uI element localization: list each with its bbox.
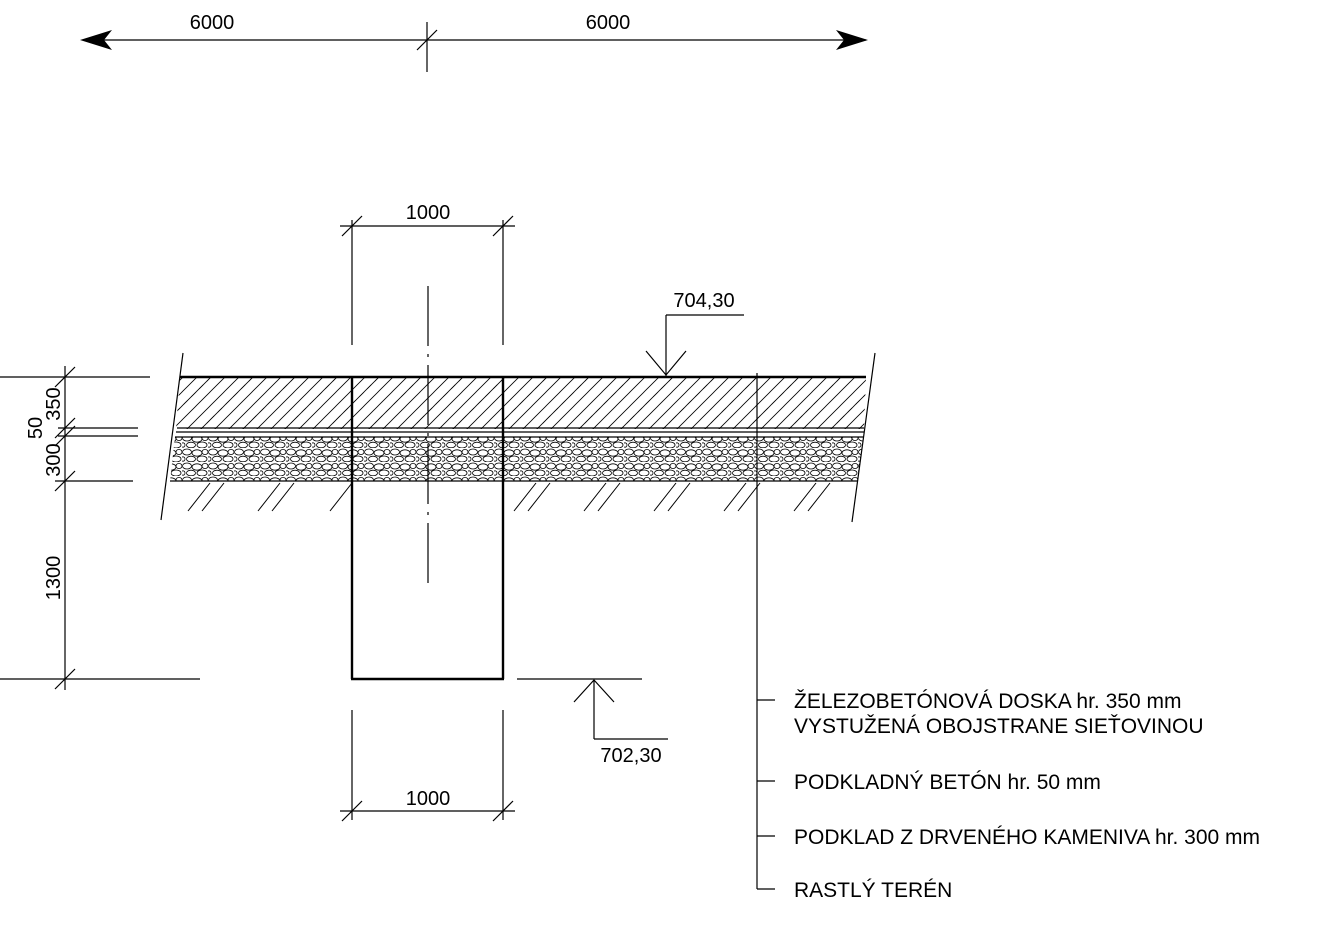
dim-vertical-left: 350 50 300 1300 [0, 366, 200, 690]
level-mark-bottom: 702,30 [517, 678, 668, 767]
level-top: 704,30 [673, 290, 734, 312]
legend-gravel: PODKLAD Z DRVENÉHO KAMENIVA hr. 300 mm [794, 826, 1260, 849]
dim-foundation-depth: 1300 [43, 556, 65, 601]
layer-slab [176, 377, 866, 429]
dim-foundation-top: 1000 [340, 202, 515, 345]
legend-slab-line1: ŽELEZOBETÓNOVÁ DOSKA hr. 350 mm [794, 690, 1181, 713]
dim-top-right: 6000 [586, 12, 631, 34]
overall-dimension: 6000 6000 [80, 12, 868, 72]
dim-top-left: 6000 [190, 12, 235, 34]
legend-lean-concrete: PODKLADNÝ BETÓN hr. 50 mm [794, 771, 1101, 794]
layer-gravel [170, 437, 863, 481]
terrain-hatch [187, 482, 831, 512]
legend-terrain: RASTLÝ TERÉN [794, 879, 952, 902]
foundation-strip [350, 286, 505, 681]
layer-lines [160, 352, 876, 523]
dim-foundation-bottom: 1000 [340, 710, 515, 822]
legend: ŽELEZOBETÓNOVÁ DOSKA hr. 350 mm VYSTUŽEN… [756, 373, 1260, 902]
dim-foundation-width-top: 1000 [406, 202, 451, 224]
dim-lean-concrete-thickness: 50 [25, 417, 47, 439]
dim-slab-thickness: 350 [43, 387, 65, 420]
legend-slab-line2: VYSTUŽENÁ OBOJSTRANE SIEŤOVINOU [794, 715, 1204, 738]
level-mark-top: 704,30 [645, 290, 744, 376]
level-bottom: 702,30 [600, 745, 661, 767]
dim-foundation-width-bottom: 1000 [406, 788, 451, 810]
dim-gravel-thickness: 300 [43, 443, 65, 476]
